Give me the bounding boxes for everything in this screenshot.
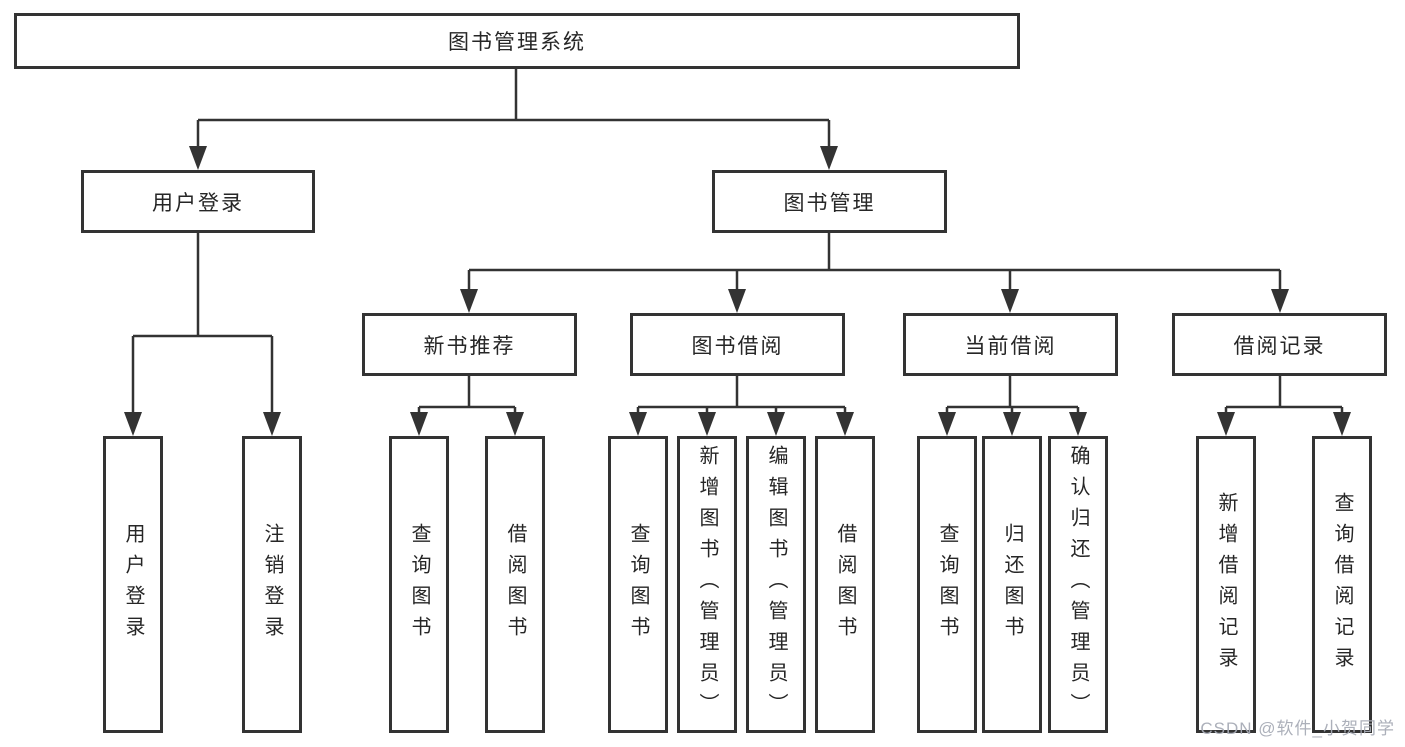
leaf-label: 借阅图书 xyxy=(504,522,526,647)
node-root: 图书管理系统 xyxy=(14,13,1020,69)
leaf-label: 确认归还（管理员） xyxy=(1067,445,1089,724)
leaf-label: 查询图书 xyxy=(627,522,649,647)
leaf-logout-login: 注销登录 xyxy=(242,436,302,733)
arrowheads xyxy=(124,146,1351,436)
leaf-borrow-books-recommend: 借阅图书 xyxy=(485,436,545,733)
node-book-borrow: 图书借阅 xyxy=(630,313,845,376)
leaf-query-books-borrow: 查询图书 xyxy=(608,436,668,733)
leaf-return-book: 归还图书 xyxy=(982,436,1042,733)
leaf-query-borrow-record: 查询借阅记录 xyxy=(1312,436,1372,733)
leaf-label: 用户登录 xyxy=(122,522,144,647)
node-book-management: 图书管理 xyxy=(712,170,947,233)
leaf-label: 查询借阅记录 xyxy=(1331,491,1353,678)
leaf-label: 注销登录 xyxy=(261,522,283,647)
leaf-query-books-current: 查询图书 xyxy=(917,436,977,733)
leaf-edit-book-admin: 编辑图书（管理员） xyxy=(746,436,806,733)
node-current-borrow: 当前借阅 xyxy=(903,313,1118,376)
leaf-borrow-books: 借阅图书 xyxy=(815,436,875,733)
leaf-label: 编辑图书（管理员） xyxy=(765,445,787,724)
leaf-label: 借阅图书 xyxy=(834,522,856,647)
leaf-query-books-recommend: 查询图书 xyxy=(389,436,449,733)
node-user-login: 用户登录 xyxy=(81,170,315,233)
leaf-label: 查询图书 xyxy=(936,522,958,647)
node-new-book-recommend: 新书推荐 xyxy=(362,313,577,376)
leaf-label: 新增图书（管理员） xyxy=(696,445,718,724)
leaf-label: 归还图书 xyxy=(1001,522,1023,647)
leaf-label: 新增借阅记录 xyxy=(1215,491,1237,678)
watermark-text: CSDN @软件_小贺同学 xyxy=(1200,719,1395,738)
leaf-confirm-return-admin: 确认归还（管理员） xyxy=(1048,436,1108,733)
leaf-label: 查询图书 xyxy=(408,522,430,647)
leaf-add-book-admin: 新增图书（管理员） xyxy=(677,436,737,733)
node-borrow-records: 借阅记录 xyxy=(1172,313,1387,376)
leaf-add-borrow-record: 新增借阅记录 xyxy=(1196,436,1256,733)
leaf-user-login: 用户登录 xyxy=(103,436,163,733)
